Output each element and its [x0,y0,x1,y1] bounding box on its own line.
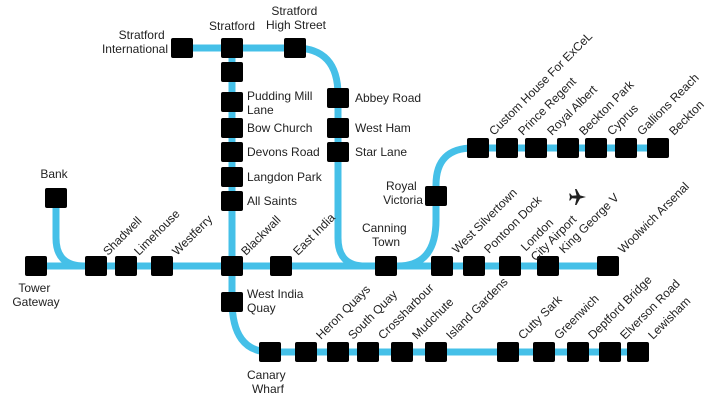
station-west-silvertown[interactable] [431,256,453,276]
station-stratford-high-street[interactable] [284,38,306,58]
station-poplar[interactable] [221,256,243,276]
label-west-india-quay: West India Quay [247,287,307,315]
station-crossharbour[interactable] [357,342,379,362]
label-bank: Bank [40,167,68,181]
station-london-city-airport[interactable] [499,256,521,276]
station-westferry[interactable] [151,256,173,276]
station-east-india[interactable] [270,256,292,276]
station-mudchute[interactable] [391,342,413,362]
station-gallions-reach[interactable] [615,138,637,158]
label-abbey-road: Abbey Road [355,91,421,105]
label-stratford-international: Stratford International [102,28,168,56]
station-south-quay[interactable] [327,342,349,362]
station-all-saints[interactable] [221,191,243,211]
label-blackwall: Blackwall [238,213,283,258]
station-canary-wharf[interactable] [259,342,281,362]
label-stratford: Stratford [209,19,255,33]
station-woolwich-arsenal[interactable] [597,256,619,276]
station-limehouse[interactable] [115,256,137,276]
station-shadwell[interactable] [85,256,107,276]
station-royal-victoria[interactable] [425,186,447,206]
station-lewisham[interactable] [627,342,649,362]
label-tower-gateway: Tower Gateway [12,281,59,309]
station-stratford[interactable] [221,38,243,58]
station-stratford-south-spur[interactable] [221,62,243,82]
label-devons-road: Devons Road [247,145,320,159]
label-canary-wharf: Canary Wharf [247,368,289,396]
station-beckton-park[interactable] [557,138,579,158]
station-pontoon-dock[interactable] [463,256,485,276]
station-pudding-mill-lane[interactable] [221,92,243,112]
station-labels: Stratford International Stratford Stratf… [12,4,706,396]
label-stratford-high-street: Stratford High Street [266,4,327,32]
station-west-ham[interactable] [327,118,349,138]
label-star-lane: Star Lane [355,145,407,159]
station-heron-quays[interactable] [295,342,317,362]
station-cyprus[interactable] [585,138,607,158]
station-star-lane[interactable] [327,142,349,162]
station-island-gardens[interactable] [425,342,447,362]
station-beckton[interactable] [647,138,669,158]
label-bow-church: Bow Church [247,121,312,135]
station-bow-church[interactable] [221,118,243,138]
label-woolwich-arsenal: Woolwich Arsenal [615,179,692,256]
station-prince-regent[interactable] [496,138,518,158]
label-east-india: East India [290,210,338,258]
station-tower-gateway[interactable] [25,256,47,276]
label-all-saints: All Saints [247,194,297,208]
station-abbey-road[interactable] [327,88,349,108]
label-canning-town: Canning Town [362,221,410,249]
airplane-icon [569,189,586,205]
station-bank[interactable] [45,188,67,208]
station-cutty-sark[interactable] [497,342,519,362]
station-deptford-bridge[interactable] [567,342,589,362]
label-pudding-mill-lane: Pudding Mill Lane [247,89,316,117]
station-canning-town[interactable] [375,256,397,276]
station-custom-house[interactable] [467,138,489,158]
label-island-gardens: Island Gardens [443,275,510,342]
station-greenwich[interactable] [533,342,555,362]
station-elverson-road[interactable] [599,342,621,362]
station-devons-road[interactable] [221,142,243,162]
label-langdon-park: Langdon Park [247,170,323,184]
label-west-ham: West Ham [355,121,411,135]
station-west-india-quay[interactable] [221,292,243,312]
label-royal-victoria: Royal Victoria [383,179,423,207]
station-royal-albert[interactable] [525,138,547,158]
station-stratford-international[interactable] [171,38,193,58]
station-langdon-park[interactable] [221,167,243,187]
